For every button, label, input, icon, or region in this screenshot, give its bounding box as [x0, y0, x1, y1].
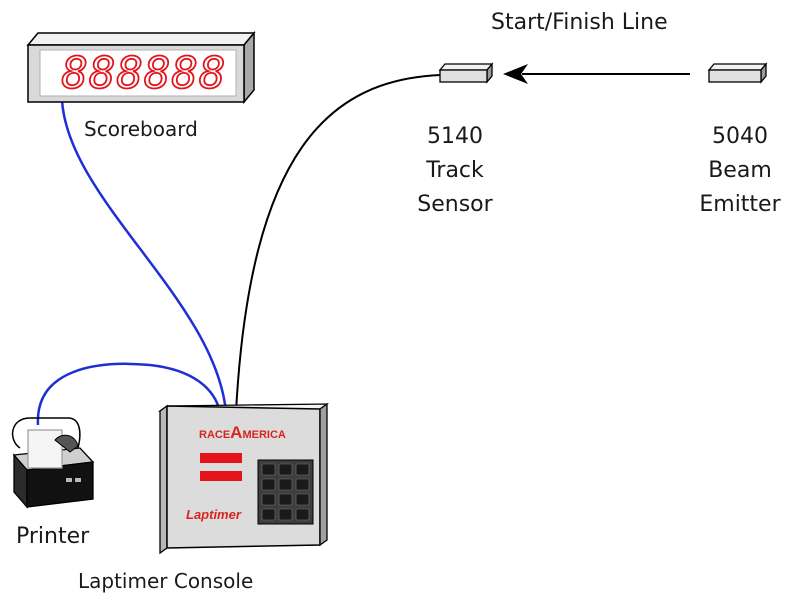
brand-a: A — [230, 423, 242, 442]
sensor-cable — [235, 74, 441, 413]
beam-arrow-head — [503, 64, 528, 84]
emitter-name-line2: Emitter — [699, 192, 781, 217]
console-display-2 — [200, 471, 242, 481]
brand-race: RACE — [199, 429, 230, 441]
beam-emitter-device — [707, 62, 768, 84]
sensor-model-label: 5140 — [427, 124, 483, 149]
scoreboard-display: 888888 — [62, 48, 227, 99]
console-keypad — [257, 459, 314, 525]
brand-merica: MERICA — [242, 429, 285, 441]
scoreboard-label: Scoreboard — [84, 117, 198, 141]
console-brand-logo: RACEAMERICA — [199, 423, 286, 442]
console-model-label: Laptimer — [186, 507, 242, 522]
printer-cable — [36, 362, 222, 426]
start-finish-label: Start/Finish Line — [491, 10, 668, 35]
scoreboard-cable — [60, 99, 228, 413]
printer-label: Printer — [16, 524, 90, 549]
console-label: Laptimer Console — [78, 569, 253, 593]
console-display-1 — [200, 453, 242, 463]
track-sensor-device — [438, 62, 494, 84]
sensor-name-line2: Sensor — [417, 192, 493, 217]
sensor-name-line1: Track — [425, 158, 484, 183]
printer-device — [11, 417, 95, 509]
scoreboard-device — [26, 30, 256, 105]
emitter-model-label: 5040 — [712, 124, 768, 149]
emitter-name-line1: Beam — [708, 158, 772, 183]
